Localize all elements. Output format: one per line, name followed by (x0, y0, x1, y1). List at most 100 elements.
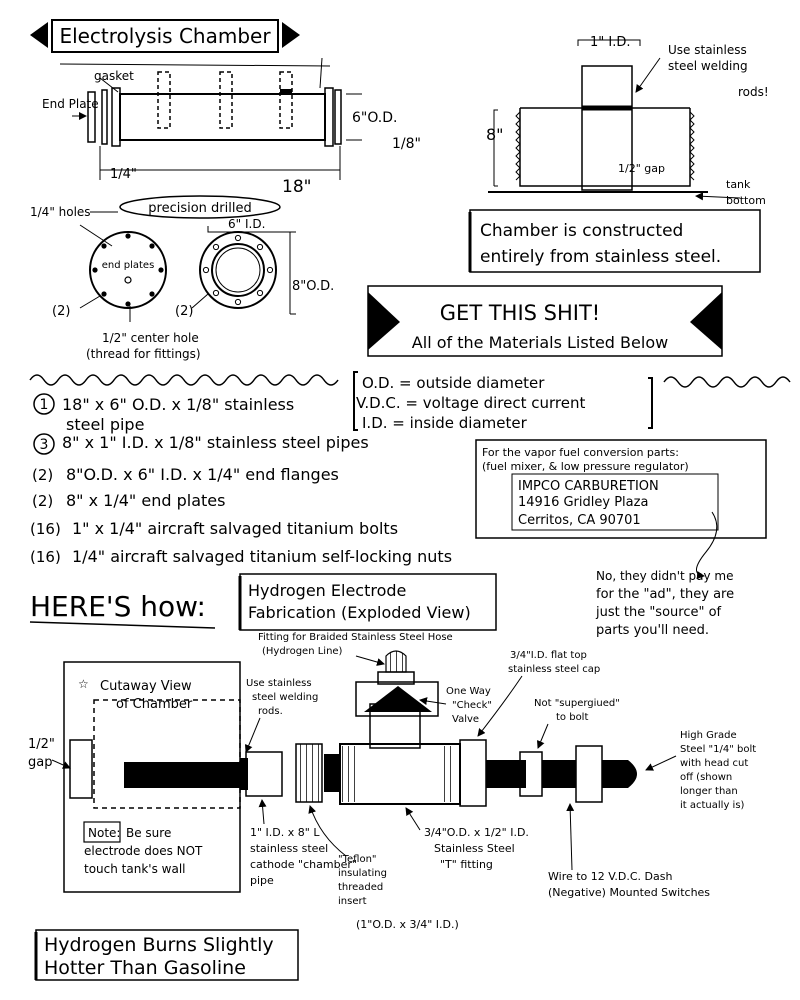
bolt-shape (602, 760, 637, 788)
supplier-city: Cerritos, CA 90701 (518, 513, 641, 528)
legend-od: O.D. = outside diameter (362, 374, 545, 392)
chamber-side-view: gasket End Plate 6"O.D. 1/8" 1/4" 18" (42, 57, 421, 197)
chamber-pipe-shape (119, 93, 326, 141)
qty-left-label: (2) (52, 304, 70, 319)
cathode-label-line-3: cathode "chamber" (250, 858, 357, 871)
bolt-label-line-1: High Grade (680, 730, 737, 741)
center-hole-note: (thread for fittings) (86, 347, 201, 361)
material-item: 1/4" aircraft salvaged titanium self-loc… (72, 547, 452, 566)
gap-label: 1/2" gap (618, 162, 665, 175)
hose-fitting-label-line-1: Fitting for Braided Stainless Steel Hose (258, 632, 453, 643)
end-plate-label: End Plate (42, 97, 99, 111)
cathode-label-line-2: stainless steel (250, 842, 328, 855)
title-banner: Electrolysis Chamber (30, 19, 300, 53)
supplier-name: IMPCO CARBURETION (518, 479, 659, 494)
dim-1id-label: 1" I.D. (590, 35, 631, 50)
t-fitting-label-line-3: "T" fitting (440, 858, 493, 871)
material-item: 18" x 6" O.D. x 1/8" stainless (62, 395, 294, 414)
bolt-label-line-5: longer than (680, 786, 738, 797)
bolt-label-line-3: with head cut (680, 758, 748, 769)
note-line-3: touch tank's wall (84, 862, 185, 876)
squiggle-divider-right (663, 376, 791, 388)
cathode-label-line-1: 1" I.D. x 8" L (250, 826, 320, 839)
legend-id: I.D. = inside diameter (362, 414, 528, 432)
anode-rod-shape (124, 762, 244, 788)
material-item: 8" x 1" I.D. x 1/8" stainless steel pipe… (62, 433, 369, 452)
dim-quarter-label: 1/4" (110, 167, 137, 182)
center-hole-label: 1/2" center hole (102, 331, 199, 345)
dim-eighth-label: 1/8" (392, 136, 421, 152)
gasket-shape (101, 89, 108, 145)
footer-line-1: Hydrogen Burns Slightly (44, 934, 274, 956)
end-plates-label: end plates (102, 260, 155, 271)
note-line-2: electrode does NOT (84, 844, 203, 858)
end-plate-disc (89, 231, 167, 309)
rods-note-line-3: rods. (258, 706, 283, 717)
rods-note-line-2: steel welding (252, 692, 318, 703)
end-plate-shape (87, 91, 96, 143)
electrode-exploded-view: ☆ Cutaway View of Chamber Use stainless … (28, 632, 756, 931)
banner-subline: All of the Materials Listed Below (412, 333, 668, 352)
dim-8od-label: 8"O.D. (292, 279, 334, 294)
dim-6od-label: 6"O.D. (352, 110, 397, 126)
bolt-holes-left (92, 233, 164, 307)
precision-label: precision drilled (148, 201, 251, 216)
rods-note-line-1: Use stainless (246, 678, 312, 689)
dim-18-label: 18" (282, 177, 311, 197)
check-valve-label-line-2: "Check" (452, 700, 492, 711)
wire-label-line-2: (Negative) Mounted Switches (548, 886, 710, 899)
hose-fitting-shape (385, 650, 407, 673)
material-qty: (16) (30, 520, 61, 538)
note-label: Note: (88, 826, 120, 840)
end-plates-diagram: 1/4" holes precision drilled 6" I.D. 8"O… (30, 195, 334, 361)
teflon-label-line-3: threaded (338, 882, 383, 893)
tank-section-diagram: 1" I.D. Use stainless steel welding rods… (468, 35, 769, 273)
supplier-intro-line-2: (fuel mixer, & low pressure regulator) (482, 460, 689, 473)
wire-label-line-1: Wire to 12 V.D.C. Dash (548, 870, 672, 883)
supplier-note-line-4: parts you'll need. (596, 623, 709, 638)
electrode-title-box: Hydrogen Electrode Fabrication (Exploded… (238, 573, 497, 631)
qty-right-label: (2) (175, 304, 193, 319)
cathode-pipe-segment (245, 751, 283, 797)
bolt-label-line-4: off (shown (680, 772, 732, 783)
materials-banner: GET THIS SHIT! All of the Materials List… (367, 285, 723, 357)
abbreviation-legend: O.D. = outside diameter V.D.C. = voltage… (353, 371, 653, 432)
gap-label-line-1: 1/2" (28, 737, 55, 752)
cathode-label-line-4: pipe (250, 874, 274, 887)
holes-label: 1/4" holes (30, 205, 91, 219)
material-qty: (16) (30, 548, 61, 566)
bolt-label-line-6: it actually is) (680, 800, 745, 811)
rods-note-line-2: steel welding (668, 59, 748, 73)
electrode-title-line-1: Hydrogen Electrode (248, 581, 406, 600)
check-valve-shape (355, 681, 439, 717)
electrode-title-line-2: Fabrication (Exploded View) (248, 603, 471, 622)
teflon-label-line-5: (1"O.D. x 3/4" I.D.) (356, 918, 459, 931)
flat-cap-label-line-2: stainless steel cap (508, 664, 600, 675)
material-qty: 1 (40, 397, 49, 413)
footer-box: Hydrogen Burns Slightly Hotter Than Gaso… (34, 929, 299, 981)
supplier-street: 14916 Gridley Plaza (518, 495, 648, 510)
not-superglued-line-2: to bolt (556, 712, 588, 723)
material-qty: (2) (32, 492, 53, 510)
not-superglued-line-1: Not "supergiued" (534, 698, 620, 709)
t-fitting-label-line-2: Stainless Steel (434, 842, 515, 855)
banner-headline: GET THIS SHIT! (440, 301, 600, 325)
heres-how-heading: HERE'S how: (30, 590, 206, 623)
materials-list: 1 18" x 6" O.D. x 1/8" stainless steel p… (30, 393, 452, 566)
material-item: 1" x 1/4" aircraft salvaged titanium bol… (72, 519, 398, 538)
hose-fitting-label-line-2: (Hydrogen Line) (262, 646, 343, 657)
material-item: 8" x 1/4" end plates (66, 491, 225, 510)
supplier-note-line-2: for the "ad", they are (596, 587, 734, 602)
cutaway-star-icon: ☆ (78, 677, 89, 691)
supplier-note-line-3: just the "source" of (595, 605, 722, 620)
squiggle-divider-left (29, 374, 339, 386)
material-item: 8"O.D. x 6" I.D. x 1/4" end flanges (66, 465, 339, 484)
gasket-label: gasket (94, 69, 134, 83)
material-item: steel pipe (66, 415, 144, 434)
construction-note-line-1: Chamber is constructed (480, 221, 683, 241)
cutaway-label-line-2: of Chamber (116, 697, 193, 712)
footer-line-2: Hotter Than Gasoline (44, 957, 246, 979)
dim-6id-label: 6" I.D. (228, 217, 265, 231)
gap-label-line-2: gap (28, 755, 52, 770)
